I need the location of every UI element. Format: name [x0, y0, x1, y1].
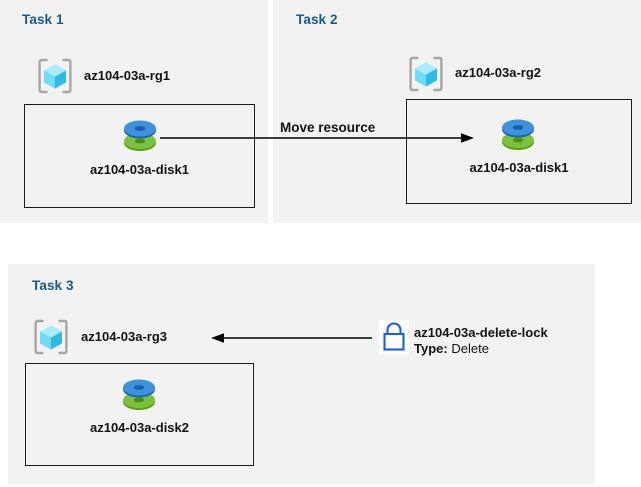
resource-group-icon	[32, 318, 70, 356]
move-resource-label: Move resource	[280, 120, 376, 135]
resource-group-icon	[36, 57, 74, 95]
lock-icon	[379, 320, 409, 354]
managed-disk-icon	[119, 114, 161, 158]
managed-disk-icon	[497, 113, 539, 157]
task2-title: Task 2	[296, 12, 338, 27]
task1-panel	[0, 0, 268, 223]
task3-title: Task 3	[32, 278, 74, 293]
resource-group-icon	[407, 55, 445, 93]
task2-resource-box	[406, 99, 632, 204]
task1-resource-box	[24, 104, 255, 208]
task2-resource-label: az104-03a-disk1	[469, 160, 569, 175]
task3-resource-box	[25, 363, 254, 466]
task3-resource-label: az104-03a-disk2	[89, 420, 189, 435]
task3-resource-group-label: az104-03a-rg3	[81, 329, 167, 344]
lock-type-key: Type:	[414, 341, 448, 356]
task1-title: Task 1	[22, 12, 64, 27]
lock-details: az104-03a-delete-lock Type: Delete	[414, 325, 548, 357]
lock-type-row: Type: Delete	[414, 341, 548, 357]
task2-panel	[273, 0, 641, 223]
move-resource-arrow	[160, 130, 480, 146]
lock-type-value: Delete	[451, 341, 489, 356]
task3-panel	[8, 264, 595, 484]
task1-resource-label: az104-03a-disk1	[89, 162, 189, 177]
task2-resource-group-label: az104-03a-rg2	[455, 65, 541, 80]
task1-resource-group-label: az104-03a-rg1	[84, 68, 170, 83]
lock-applies-arrow	[208, 330, 378, 346]
managed-disk-icon	[118, 373, 160, 417]
lock-name: az104-03a-delete-lock	[414, 325, 548, 340]
